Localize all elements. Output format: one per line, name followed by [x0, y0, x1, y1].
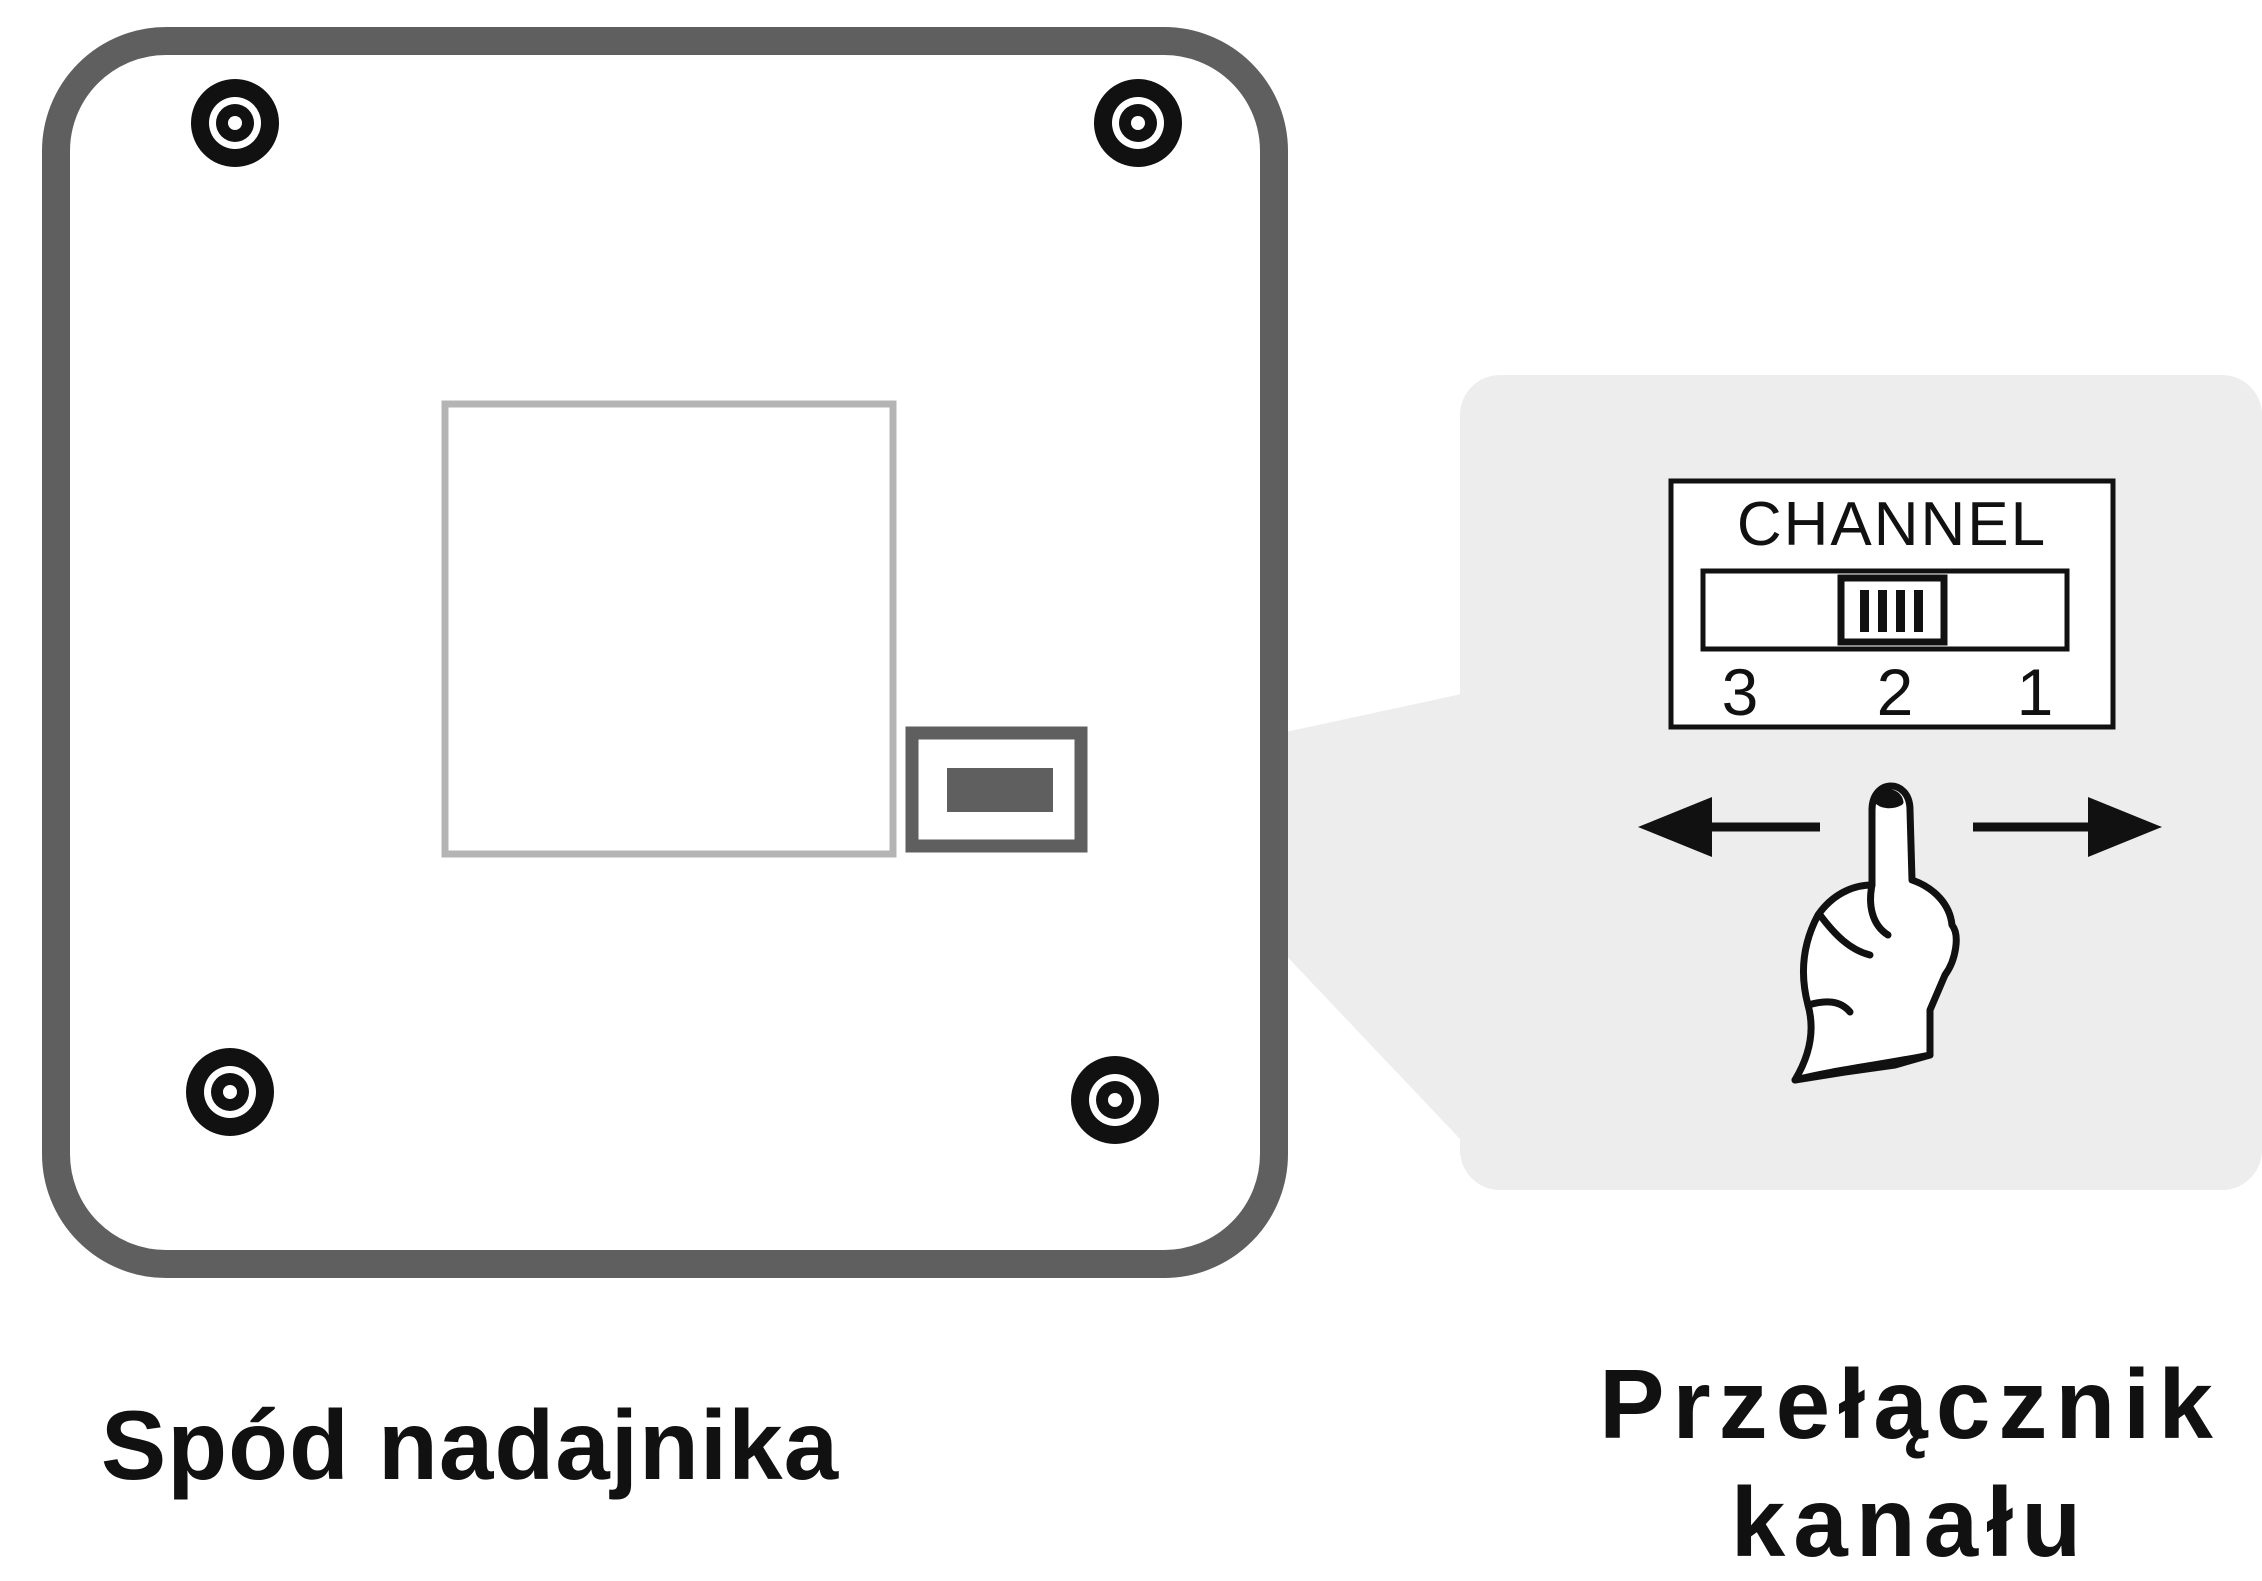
- channel-switch-caption-line1: Przełącznik: [1599, 1349, 2221, 1459]
- arrow-left-icon: [1638, 797, 1820, 857]
- channel-position-3: 3: [1722, 655, 1759, 729]
- screw-icon: [191, 79, 279, 167]
- channel-switch-caption: Przełącznik kanału: [1560, 1345, 2260, 1581]
- channel-switch-detail: CHANNEL 3 2 1: [1668, 478, 2116, 730]
- channel-switch-window[interactable]: [905, 726, 1088, 853]
- screw-icon: [186, 1048, 274, 1136]
- pointing-hand-icon: [1791, 782, 1960, 1084]
- channel-position-1: 1: [2017, 655, 2054, 729]
- channel-label: CHANNEL: [1737, 490, 2047, 559]
- screw-icon: [1094, 79, 1182, 167]
- transmitter-bottom-caption: Spód nadajnika: [100, 1390, 840, 1500]
- battery-compartment: [441, 400, 897, 858]
- screw-icon: [1071, 1056, 1159, 1144]
- channel-switch-caption-line2: kanału: [1730, 1467, 2090, 1577]
- arrow-right-icon: [1973, 797, 2162, 857]
- channel-position-2: 2: [1877, 655, 1914, 729]
- channel-slider-knob[interactable]: [1837, 574, 1948, 646]
